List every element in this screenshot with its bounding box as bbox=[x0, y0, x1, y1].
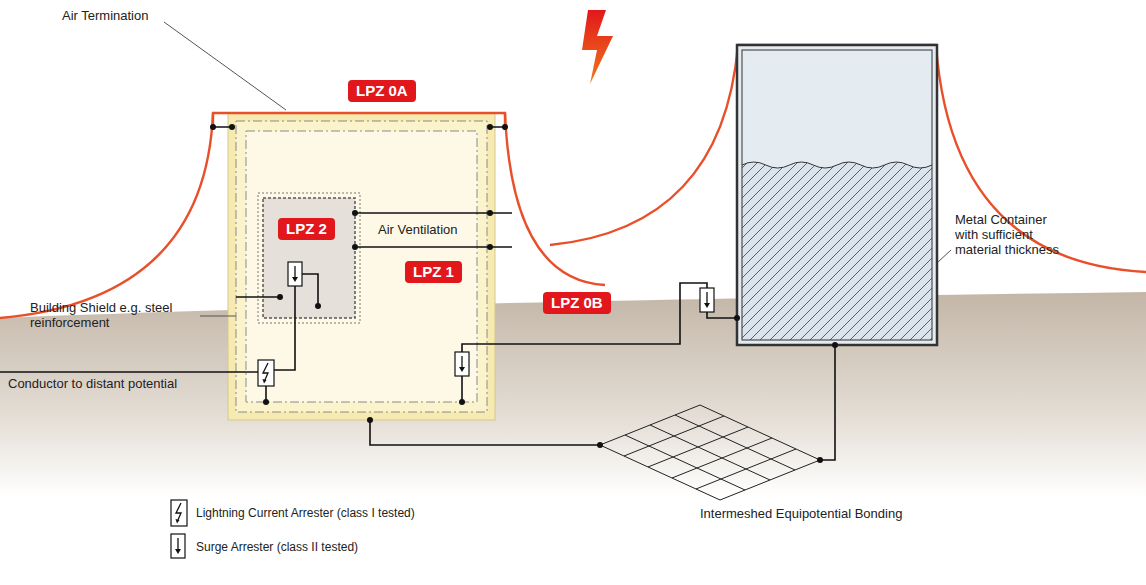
wiring bbox=[0, 127, 835, 460]
callout-label: Air Termination bbox=[62, 8, 148, 23]
arrester-symbol bbox=[171, 500, 187, 526]
legend-row: Lightning Current Arrester (class I test… bbox=[170, 499, 415, 527]
wire bbox=[462, 283, 707, 352]
leader-lines bbox=[164, 22, 951, 316]
zone-badge: LPZ 0A bbox=[348, 80, 416, 102]
container-inner-wall bbox=[742, 50, 932, 340]
bonding-mesh bbox=[600, 405, 820, 500]
legend-symbol bbox=[170, 533, 188, 561]
callout-label: Building Shield e.g. steel reinforcement bbox=[30, 300, 195, 330]
protection-arc bbox=[0, 113, 605, 318]
zone-badge: LPZ 0B bbox=[543, 292, 611, 314]
surge-arrester bbox=[288, 262, 302, 286]
shielded-room bbox=[263, 198, 355, 318]
container-wall bbox=[737, 45, 937, 345]
surge-arrester bbox=[700, 288, 714, 312]
mast bbox=[213, 113, 505, 130]
earth-wire bbox=[461, 376, 463, 402]
leader-line bbox=[200, 316, 236, 317]
zone-boundary bbox=[246, 131, 477, 402]
surge-arrester bbox=[455, 352, 469, 376]
mesh-lines bbox=[600, 405, 820, 500]
zone-label: LPZ 0B bbox=[543, 292, 611, 314]
zone-label: LPZ 2 bbox=[278, 218, 335, 240]
earth-wire bbox=[820, 345, 835, 460]
legend-text: Surge Arrester (class II tested) bbox=[196, 540, 358, 554]
callout-label: Intermeshed Equipotential Bonding bbox=[700, 506, 902, 521]
wire bbox=[302, 274, 318, 306]
bond-wire bbox=[213, 126, 505, 128]
building-wall bbox=[228, 113, 495, 420]
liquid-surface bbox=[742, 162, 932, 168]
leader-line bbox=[938, 250, 951, 262]
building-zone: LPZ 1 LPZ 2 bbox=[228, 113, 495, 420]
junction-dots bbox=[210, 124, 838, 463]
zone-label: LPZ 0A bbox=[348, 80, 416, 102]
zone-label: LPZ 1 bbox=[405, 261, 462, 283]
callout-label: Air Ventilation bbox=[378, 222, 458, 237]
legend-symbol bbox=[170, 499, 188, 527]
leader-line bbox=[164, 22, 286, 110]
air-termination bbox=[0, 45, 1146, 318]
lightning-bolt bbox=[582, 10, 613, 84]
lightning-current-arrester bbox=[258, 360, 274, 386]
ventilation-ducts bbox=[355, 213, 512, 247]
callout-label: Metal Container with sufficient material… bbox=[955, 212, 1073, 257]
wire bbox=[274, 286, 295, 370]
arrester-symbol bbox=[171, 534, 185, 558]
room-shield bbox=[258, 193, 360, 323]
earth-wire bbox=[370, 420, 600, 445]
mesh-lines bbox=[600, 405, 820, 500]
shielded-room: LPZ 2 bbox=[263, 198, 355, 318]
wire bbox=[707, 312, 737, 318]
callout-label: Conductor to distant potential bbox=[8, 376, 177, 391]
liquid bbox=[742, 162, 932, 340]
building bbox=[228, 113, 495, 420]
metal-container bbox=[737, 45, 937, 345]
wire bbox=[236, 296, 280, 298]
legend-row: Surge Arrester (class II tested) bbox=[170, 533, 358, 561]
conductor-wire bbox=[0, 371, 258, 373]
legend-text: Lightning Current Arrester (class I test… bbox=[196, 506, 415, 520]
building-shield bbox=[236, 121, 487, 412]
ground bbox=[0, 292, 1146, 585]
